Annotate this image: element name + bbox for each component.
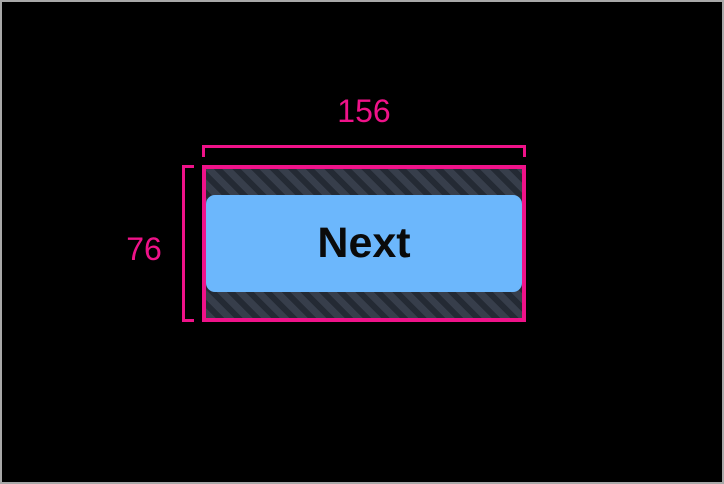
measured-element-outline: Next [202, 165, 526, 322]
height-dimension-label: 76 [126, 231, 162, 267]
next-button[interactable]: Next [206, 195, 522, 292]
width-dimension-bracket [202, 145, 526, 157]
width-dimension-label: 156 [337, 93, 391, 129]
height-dimension-bracket [182, 165, 194, 322]
element-padding-hatch: Next [206, 169, 522, 318]
next-button-label: Next [317, 219, 411, 267]
